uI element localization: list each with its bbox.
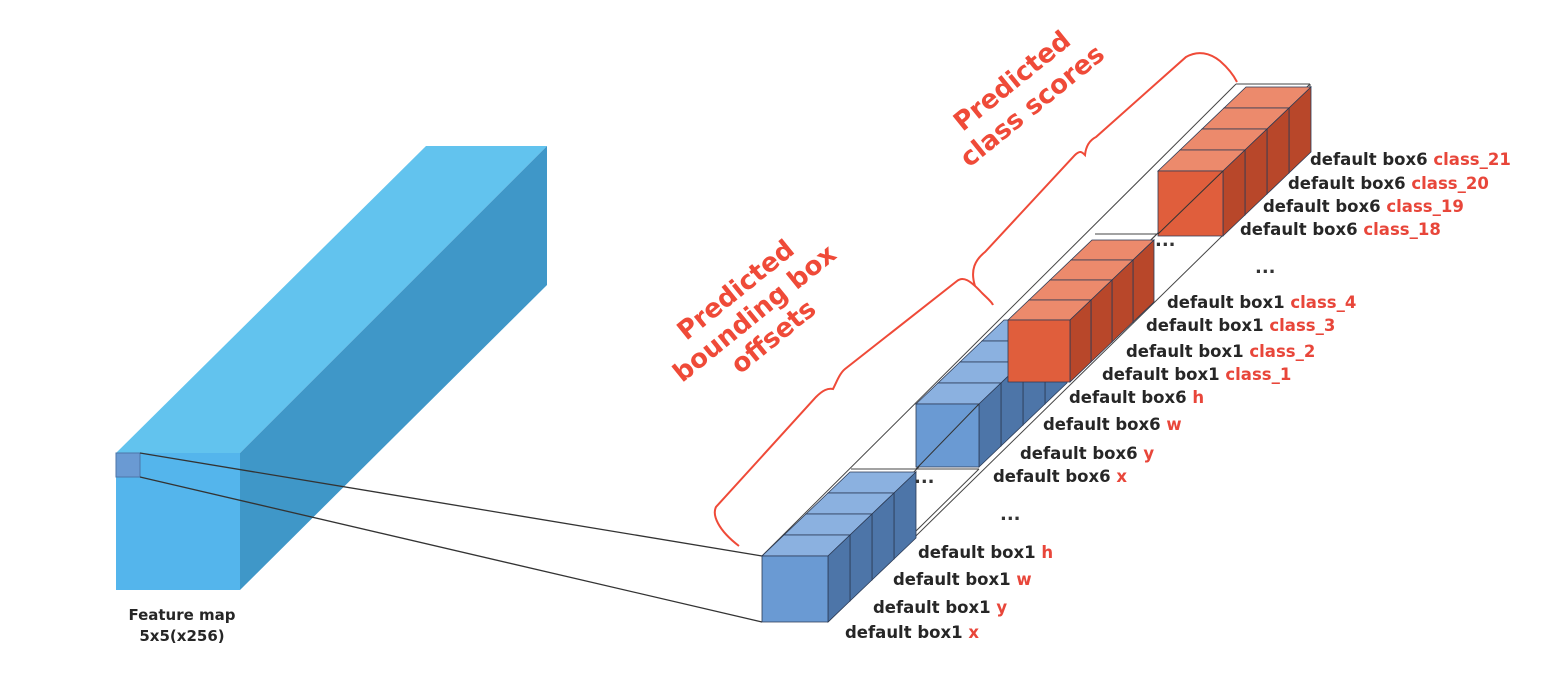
row-label: default box6 class_18 [1240,220,1441,239]
row-label: default box6 class_20 [1288,174,1489,193]
ellipsis-class-labels: ... [1255,257,1276,278]
row-label-box: default box1 [873,598,996,617]
feature-map-side-face [240,146,547,590]
row-label-value: class_20 [1411,174,1488,193]
row-label: default box1 class_4 [1167,293,1356,312]
row-label-box: default box1 [918,543,1041,562]
row-label-value: h [1041,543,1053,562]
row-label-box: default box6 [1288,174,1411,193]
ellipsis-between-classes: ... [1155,230,1176,251]
row-label-value: class_4 [1290,293,1356,312]
projection-lines [139,452,763,623]
offset-cube-box1-front-1 [761,555,829,623]
feature-map-block [115,146,547,590]
row-label-box: default box1 [1146,316,1269,335]
row-label-value: class_19 [1386,197,1463,216]
row-label-value: class_18 [1363,220,1440,239]
row-label-value: x [1116,467,1127,486]
feature-map-cell [115,452,141,478]
scores-heading: Predicted class scores [948,25,1110,173]
ellipsis-between-offsets: ... [914,467,935,488]
row-label-box: default box1 [1126,342,1249,361]
row-label: default box6 class_19 [1263,197,1464,216]
row-label: default box1 h [918,543,1053,562]
row-label-box: default box1 [1102,365,1225,384]
offsets-heading: Predicted bounding box offsets [668,234,843,388]
row-label-box: default box6 [1020,444,1143,463]
row-label-value: w [1016,570,1031,589]
row-label-value: class_3 [1269,316,1335,335]
row-label: default box6 x [993,467,1127,486]
row-label-value: y [996,598,1007,617]
row-label-box: default box6 [1043,415,1166,434]
row-label: default box6 class_21 [1310,150,1511,169]
ellipsis-offset-labels: ... [1000,504,1021,525]
feature-map-top-face [116,146,547,453]
cube-diagonals [915,170,1224,470]
offsets-brace [713,277,994,547]
row-label-box: default box1 [1167,293,1290,312]
row-label-value: w [1166,415,1181,434]
row-label: default box6 h [1069,388,1204,407]
row-label-value: x [968,623,979,642]
feature-map-label-line2: 5x5(x256) [139,627,224,645]
row-label: default box1 w [893,570,1032,589]
row-label-value: y [1143,444,1154,463]
row-label: default box1 x [845,623,979,642]
row-label-box: default box6 [1310,150,1433,169]
row-label-box: default box1 [845,623,968,642]
row-label: default box1 class_3 [1146,316,1335,335]
offset-cubes-box1 [761,471,917,623]
row-label: default box1 y [873,598,1007,617]
scores-brace [972,52,1238,287]
row-label-value: class_21 [1433,150,1510,169]
row-label-value: class_2 [1249,342,1315,361]
row-label-box: default box6 [1069,388,1192,407]
feature-map-label-line1: Feature map [128,606,235,624]
row-label: default box1 class_2 [1126,342,1315,361]
class-cube-box1-front-1 [1007,319,1071,383]
row-label-box: default box6 [1240,220,1363,239]
row-label-box: default box1 [893,570,1016,589]
class-cubes-box1 [1007,239,1155,383]
row-label: default box1 class_1 [1102,365,1291,384]
row-label: default box6 y [1020,444,1154,463]
row-label-box: default box6 [993,467,1116,486]
row-label-value: class_1 [1225,365,1291,384]
row-label: default box6 w [1043,415,1182,434]
row-label-box: default box6 [1263,197,1386,216]
row-label-value: h [1192,388,1204,407]
